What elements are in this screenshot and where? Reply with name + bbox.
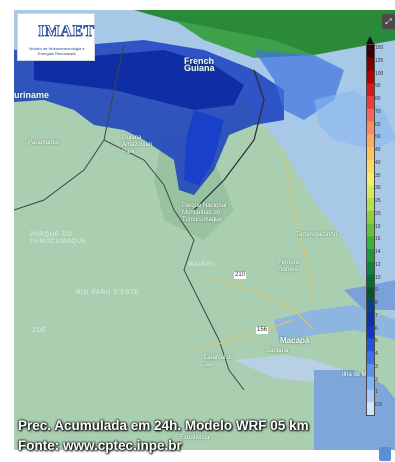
colorbar-segment (367, 147, 374, 161)
label-zoe: ZOÉ (32, 328, 47, 334)
label-ferreira-gomes: Ferreira Gomes (278, 260, 300, 273)
colorbar-segment (367, 83, 374, 97)
colorbar-segment (367, 159, 374, 174)
colorbar-segment (367, 96, 374, 110)
fullscreen-icon[interactable]: ⤢ (382, 14, 395, 29)
colorbar-tick: 6 (375, 325, 378, 332)
colorbar-tick: 8 (375, 300, 378, 307)
colorbar-tick: 40 (375, 159, 381, 166)
label-suriname: uriname (14, 90, 50, 100)
colorbar-segment (367, 261, 374, 276)
colorbar-segment (367, 236, 374, 250)
colorbar-tick: 3 (375, 363, 378, 370)
colorbar-segment (367, 325, 374, 339)
colorbar-segment (367, 121, 374, 135)
colorbar-tick: 125 (375, 57, 384, 64)
label-montanhas-tumucumaque: Parque Nacional Montanhas do Tumucumaque (182, 203, 227, 223)
logo-subtitle: Núcleo de Hidrometeorologia e Energias R… (29, 46, 85, 56)
colorbar-tick: 5 (375, 338, 378, 345)
label-parque-tumucumaque: PARQUE DO TUMUCUMAQUE (30, 232, 87, 245)
colorbar-segment (367, 210, 374, 225)
label-french-guiana: French Guiana (184, 56, 215, 73)
colorbar-tick: 35 (375, 172, 381, 179)
colorbar-tick: 70 (375, 108, 381, 115)
road-shield-210: 210 (234, 272, 247, 279)
logo-title: IMAET (38, 23, 95, 41)
colorbar-segment (367, 376, 374, 390)
label-waiapi: WAIÃPI (188, 262, 214, 268)
colorbar-segment (367, 198, 374, 212)
colorbar-tick: 10 (375, 274, 381, 281)
colorbar-segment (367, 300, 374, 314)
colorbar-tick: 19 (375, 223, 381, 230)
colorbar-tick: 90 (375, 83, 381, 90)
map-canvas[interactable] (14, 10, 395, 450)
label-guiana-park: Guiana Amazonian Park (122, 135, 153, 155)
colorbar-tick: 25 (375, 198, 381, 205)
colorbar-tick: 150 (375, 45, 384, 51)
colorbar-tick: 7 (375, 312, 378, 319)
colorbar-tick: 0.5 (375, 402, 382, 409)
label-rio-paru: RIO PARU D'ESTE (76, 290, 140, 296)
colorbar-tick: 100 (375, 70, 384, 77)
colorbar-tick: 12 (375, 261, 381, 268)
colorbar-tick: 2 (375, 376, 378, 383)
colorbar-segment (367, 351, 374, 365)
colorbar-tick: 9 (375, 287, 378, 294)
colorbar-tick: 50 (375, 134, 381, 141)
colorbar-tick: 45 (375, 147, 381, 154)
precipitation-colorbar (366, 44, 375, 416)
colorbar-max-arrow (366, 36, 374, 44)
colorbar-segment (367, 223, 374, 237)
precipitation-map[interactable]: IMAET Núcleo de Hidrometeorologia e Ener… (14, 10, 395, 450)
colorbar-tick: 4 (375, 351, 378, 358)
label-extrativista: Extrativista (180, 435, 210, 441)
colorbar-segment (367, 363, 374, 378)
colorbar-segment (367, 274, 374, 288)
colorbar-segment (367, 312, 374, 327)
colorbar-segment (367, 402, 374, 415)
label-laranjal-do-jari: Laranjal do Jari (204, 355, 234, 368)
colorbar-tick: 60 (375, 121, 381, 128)
label-santana: Santana (266, 348, 289, 354)
colorbar-segment (367, 249, 374, 263)
colorbar-segment (367, 108, 374, 123)
label-ilha-de-marajo: Ilha de Mar (342, 372, 373, 378)
colorbar-segment (367, 57, 374, 72)
colorbar-segment (367, 134, 374, 148)
colorbar-segment (367, 172, 374, 186)
colorbar-tick: 30 (375, 185, 381, 192)
colorbar-segment (367, 70, 374, 84)
colorbar-tick: 20 (375, 210, 381, 217)
label-paramaribo: Paramaribo (28, 140, 60, 146)
label-macapa: Macapá (280, 336, 310, 345)
label-tartarugalzinho: Tartarugalzinho (296, 232, 338, 238)
colorbar-segment (367, 287, 374, 301)
map-pin-icon[interactable] (379, 447, 391, 461)
colorbar-segment (367, 389, 374, 403)
caption-title: Prec. Acumulada em 24h. Modelo WRF 05 km (18, 418, 309, 433)
colorbar-segment (367, 338, 374, 352)
colorbar-segment (367, 185, 374, 199)
colorbar-tick: 1 (375, 389, 378, 396)
colorbar-tick: 16 (375, 236, 381, 243)
colorbar-tick: 14 (375, 249, 381, 256)
colorbar-tick: 80 (375, 96, 381, 103)
road-shield-156: 156 (256, 327, 269, 334)
caption-source: Fonte: www.cptec.inpe.br (18, 438, 182, 453)
colorbar-segment (367, 45, 374, 59)
institution-logo: IMAET Núcleo de Hidrometeorologia e Ener… (17, 13, 95, 61)
